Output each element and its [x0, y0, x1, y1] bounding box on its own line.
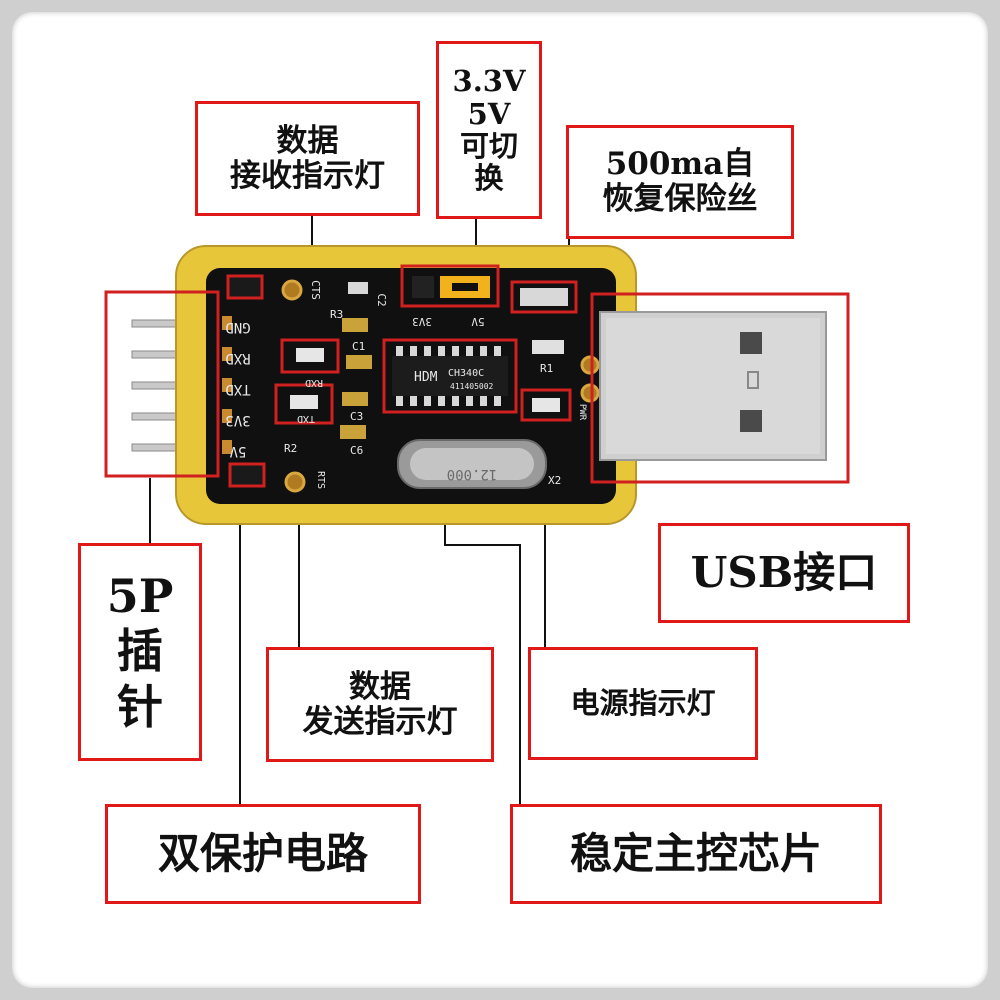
passive-components — [340, 282, 564, 439]
pin-pads — [222, 316, 232, 454]
label-chip-text: 稳定主控芯片 — [569, 829, 822, 879]
silk-c2: C2 — [375, 293, 388, 306]
label-fuse-line-1: 500ma自 — [605, 146, 755, 183]
silk-c3: C3 — [350, 410, 363, 423]
label-protection: 双保护电路 — [105, 804, 421, 904]
silk-c6: C6 — [350, 444, 363, 457]
fuse-frame — [510, 280, 578, 314]
label-power-indicator: 电源指示灯 — [528, 647, 758, 760]
usb-hole-1 — [740, 332, 762, 354]
silk-r1: R1 — [540, 362, 553, 375]
chip-model: CH340C — [448, 368, 484, 379]
label-fuse-line-2: 恢复保险丝 — [602, 181, 758, 217]
silk-pwr: PWR — [577, 404, 587, 421]
label-switch-line-2: 5V — [467, 96, 511, 131]
usb-frame — [590, 292, 850, 484]
silk-cts: CTS — [309, 280, 322, 300]
label-usb: USB接口 — [658, 523, 910, 623]
tx-led-frame — [274, 383, 334, 425]
silk-r2: R2 — [284, 442, 297, 455]
jumper-cap-slot — [452, 283, 478, 291]
silk-rxd: RXD — [305, 377, 323, 388]
usb-plug-face — [606, 318, 820, 454]
mount-hole-2 — [284, 471, 306, 493]
mount-hole-3 — [580, 355, 600, 375]
mount-hole-1 — [281, 279, 303, 301]
label-protection-text: 双保护电路 — [157, 829, 368, 879]
mount-hole-4 — [580, 383, 600, 403]
fuse — [520, 288, 568, 306]
power-led — [532, 398, 560, 412]
chip-logo: HDM — [414, 370, 438, 385]
silk-x2: X2 — [548, 474, 561, 487]
rx-led-frame — [280, 338, 340, 374]
label-tx-line-1: 数据 — [349, 668, 411, 705]
silk-5v: 5V — [471, 315, 485, 328]
label-rx-indicator: 数据 接收指示灯 — [195, 101, 420, 216]
label-pins-line-1: 5P — [106, 569, 174, 624]
silk-txd: TXD — [297, 413, 315, 424]
label-tx-indicator: 数据 发送指示灯 — [266, 647, 494, 762]
label-switch-line-4: 换 — [474, 161, 504, 196]
jumper-pin — [412, 276, 434, 298]
pin-label-3v3: 3V3 — [225, 412, 250, 428]
label-pin-header: 5P 插 针 — [78, 543, 202, 761]
pin-label-gnd: GND — [225, 319, 250, 335]
chip-pins — [396, 346, 501, 406]
silk-3v3: 3V3 — [412, 315, 432, 328]
pin-label-rxd: RXD — [225, 350, 250, 366]
silk-rts: RTS — [315, 471, 326, 489]
label-pins-line-2: 插 — [117, 624, 163, 679]
label-switch-line-3: 可切 — [459, 129, 518, 163]
label-pins-line-3: 针 — [117, 679, 163, 734]
silk-c1: C1 — [352, 340, 365, 353]
protection-top — [226, 274, 264, 300]
pin-header-frame — [104, 290, 220, 478]
label-rx-line-1: 数据 — [276, 122, 339, 159]
jumper-frame — [400, 264, 500, 308]
label-tx-line-2: 发送指示灯 — [302, 703, 458, 740]
label-switch-line-1: 3.3V — [452, 64, 526, 99]
label-voltage-switch: 3.3V 5V 可切 换 — [436, 41, 542, 219]
label-power-text: 电源指示灯 — [570, 686, 716, 721]
pin-label-txd: TXD — [225, 381, 250, 397]
usb-hole-2 — [740, 410, 762, 432]
chip-frame — [382, 338, 518, 414]
label-usb-text: USB接口 — [690, 548, 878, 598]
chip-body — [392, 356, 508, 396]
rx-led — [296, 348, 324, 362]
label-fuse: 500ma自 恢复保险丝 — [566, 125, 794, 239]
chip-lot: 411405002 — [450, 382, 494, 391]
crystal-top — [410, 448, 534, 480]
protection-bottom — [228, 462, 266, 488]
pin-label-5v: 5V — [229, 443, 246, 459]
silk-r3: R3 — [330, 308, 343, 321]
crystal-marking: 12.000 — [447, 466, 498, 482]
power-led-frame — [520, 388, 572, 422]
label-chip: 稳定主控芯片 — [510, 804, 882, 904]
usb-mark — [747, 371, 759, 389]
tx-led — [290, 395, 318, 409]
label-rx-line-2: 接收指示灯 — [230, 157, 385, 194]
